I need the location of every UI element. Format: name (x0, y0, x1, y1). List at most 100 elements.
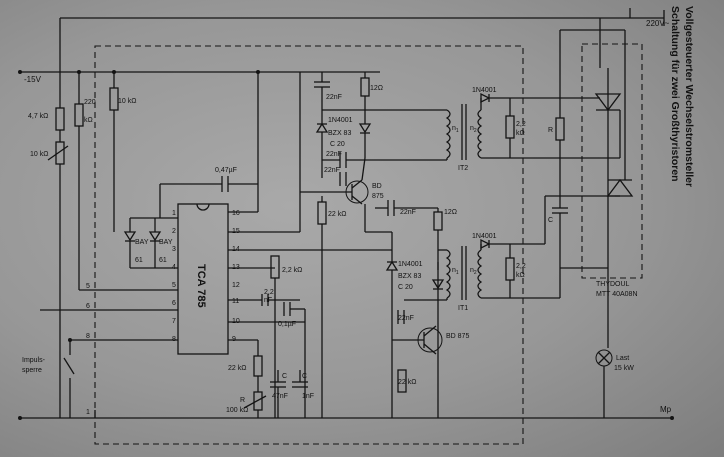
ic-pin-12: 12 (232, 282, 240, 289)
s1-bd2: 875 (372, 193, 384, 200)
s2-diode: 1N4001 (398, 261, 423, 268)
label-node6: 6 (86, 303, 90, 310)
xf-r22-a: 2,2 (516, 121, 526, 128)
label-r47k: 4,7 kΩ (28, 113, 48, 120)
label-c047: 0,47µF (215, 167, 237, 174)
xf-n2-top: n2 (470, 125, 477, 134)
s2-r22k: 22 kΩ (398, 379, 416, 386)
label-impulse-a: Impuls- (22, 357, 46, 364)
thy-name-1: THYDOUL (596, 281, 630, 288)
s2-c22nf-top: 22nF (400, 209, 416, 216)
label-mp: Mp (660, 405, 672, 414)
label-cC1: C (282, 373, 287, 380)
resistor-220k (74, 103, 84, 127)
ic-pin-1: 1 (172, 210, 176, 217)
label-r22k-a: 2,2 kΩ (282, 267, 302, 274)
label-r10k: 10 kΩ (118, 98, 136, 105)
label-r220k-a: 220 (84, 99, 96, 106)
xf-diode-bot: 1N4001 (472, 233, 497, 240)
ic-name: TCA 785 (195, 264, 207, 308)
label-pot100k: 100 kΩ (226, 407, 248, 414)
left-section (40, 18, 178, 418)
resistor-10k (109, 87, 119, 111)
s1-bzx-a: BZX 83 (328, 130, 351, 137)
label-impulse-b: sperre (22, 367, 42, 374)
s2-bzx-b: C 20 (398, 284, 413, 291)
label-node8: 8 (86, 333, 90, 340)
ic-pin-9: 9 (232, 336, 236, 343)
xf-r22-d: kΩ (516, 272, 525, 279)
s1-c22nf-low: 22nF (324, 167, 340, 174)
load-1: Last (616, 355, 629, 362)
s2-c22nf: 22nF (398, 315, 414, 322)
resistor-47k (55, 107, 65, 131)
s1-c22nf-top: 22nF (326, 94, 342, 101)
label-bay2a: BAY (159, 239, 173, 246)
s1-c22nf-mid: 22nF (326, 151, 342, 158)
label-r22k-b: 22 kΩ (228, 365, 246, 372)
label-bay1b: 61 (135, 257, 143, 264)
thyristor-module-boundary (581, 43, 643, 279)
s1-r12: 12Ω (370, 85, 383, 92)
ic-pin-13: 13 (232, 264, 240, 271)
s1-bzx-b: C 20 (330, 141, 345, 148)
load-2: 15 kW (614, 365, 634, 372)
label-220v: 220V~ (646, 19, 670, 28)
driver-stage-1 (299, 72, 447, 418)
label-node5: 5 (86, 283, 90, 290)
driver-stage-2 (365, 200, 447, 418)
label-neg15v: -15V (24, 75, 42, 84)
pulse-transformers (445, 92, 620, 300)
ic-pin-5: 5 (172, 282, 176, 289)
ic-pin-14: 14 (232, 246, 240, 253)
ic-pin-3: 3 (172, 246, 176, 253)
mid-passives (159, 176, 308, 418)
label-rR: R (240, 397, 245, 404)
supply-rails (18, 8, 674, 420)
ic-pin-7: 7 (172, 318, 176, 325)
xf-it2: IT2 (458, 165, 468, 172)
thy-name-2: MTT 40A08N (596, 291, 638, 298)
xf-n1-top: n1 (452, 125, 459, 134)
pw-rR: R (548, 127, 553, 134)
ic-pin-2: 2 (172, 228, 176, 235)
title-line-1: Vollgesteuerter Wechselstromsteller (683, 6, 695, 187)
xf-n2-bot: n2 (470, 267, 477, 276)
label-bay2b: 61 (159, 257, 167, 264)
ic-pin-8: 8 (172, 336, 176, 343)
labels: Vollgesteuerter Wechselstromsteller Scha… (22, 6, 695, 416)
s2-bzx-a: BZX 83 (398, 273, 421, 280)
ic-tca785 (177, 70, 392, 355)
label-c47n: 47nF (272, 393, 288, 400)
label-r220k-b: kΩ (84, 117, 93, 124)
xf-diode-top: 1N4001 (472, 87, 497, 94)
control-module-boundary (94, 45, 524, 445)
label-c22-a: 2,2 (264, 289, 274, 296)
pw-cC: C (548, 217, 553, 224)
label-node1: 1 (86, 409, 90, 416)
xf-n1-bot: n1 (452, 267, 459, 276)
ic-pin-11: 11 (232, 298, 239, 305)
ic-pin-6: 6 (172, 300, 176, 307)
ic-pin-15: 15 (232, 228, 240, 235)
label-c1n: 1nF (302, 393, 314, 400)
label-cC2: C (302, 373, 307, 380)
s2-bd: BD 875 (446, 333, 469, 340)
power-section (552, 18, 634, 418)
s2-r12: 12Ω (444, 209, 457, 216)
ic-pin-4: 4 (172, 264, 176, 271)
ic-pin-10: 10 (232, 318, 240, 325)
label-c01: 0,1µF (278, 321, 296, 328)
ic-pin-16: 16 (232, 210, 240, 217)
label-c22-b: nF (264, 297, 272, 304)
label-pot10k: 10 kΩ (30, 151, 48, 158)
s1-r22k: 22 kΩ (328, 211, 346, 218)
title-line-2: Schaltung für zwei Großthyristoren (669, 6, 681, 182)
xf-it1: IT1 (458, 305, 468, 312)
label-bay1a: BAY (135, 239, 149, 246)
s1-diode: 1N4001 (328, 117, 353, 124)
s1-bd: BD (372, 183, 382, 190)
xf-r22-c: 2,2 (516, 263, 526, 270)
